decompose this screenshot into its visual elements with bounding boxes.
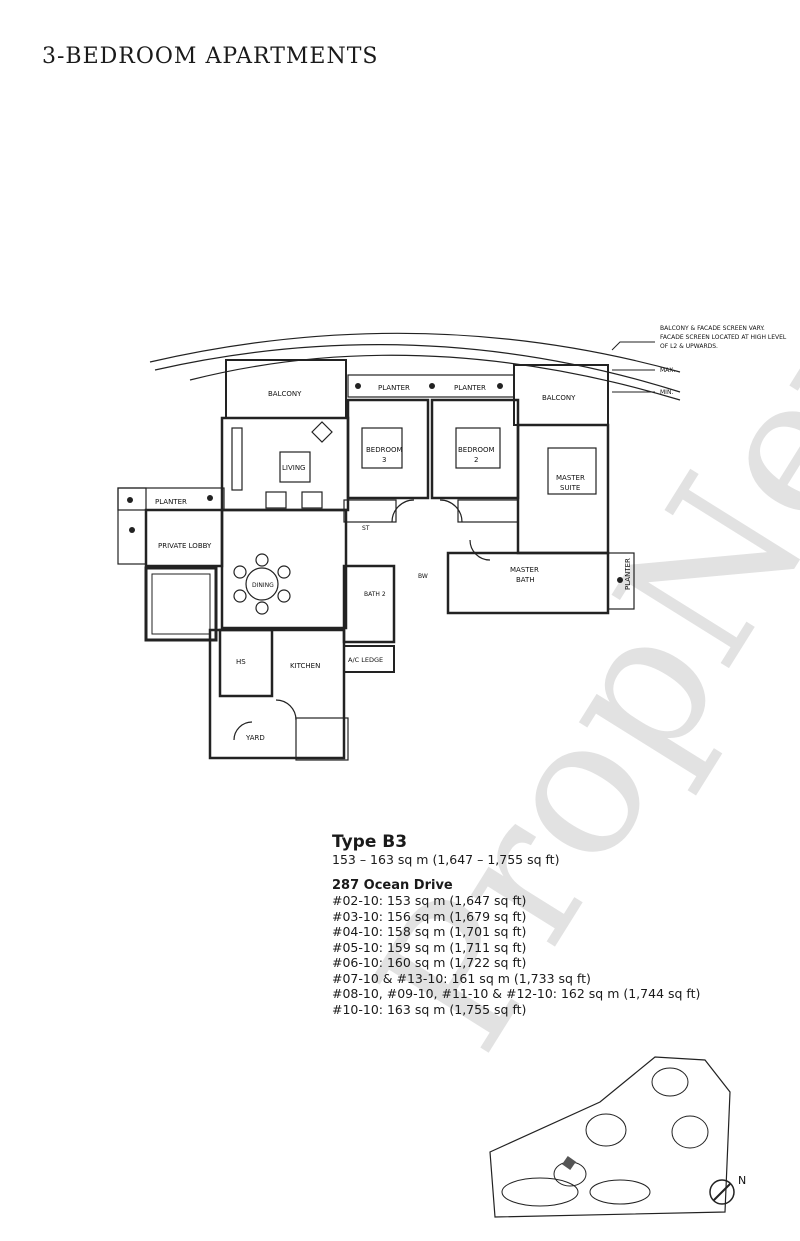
unit-line: #04-10: 158 sq m (1,701 sq ft) [332, 924, 527, 939]
unit-line: #03-10: 156 sq m (1,679 sq ft) [332, 908, 527, 924]
planter-right-label: PLANTER [624, 558, 632, 590]
hs-label: HS [236, 658, 246, 666]
unit-line: #08-10, #09-10, #11-10 & #12-10: 162 sq … [332, 986, 701, 1001]
balcony-right-label: BALCONY [542, 394, 576, 402]
bath2-label: BATH 2 [364, 591, 386, 598]
north-label: N [738, 1174, 746, 1187]
note-line-1: BALCONY & FACADE SCREEN VARY. [660, 325, 765, 332]
living-label: LIVING [282, 464, 305, 472]
bedroom2-label: BEDROOM [458, 446, 495, 454]
master-suite-label-2: SUITE [560, 484, 580, 492]
note-line-2: FACADE SCREEN LOCATED AT HIGH LEVEL [660, 334, 787, 341]
north-arrow-icon [709, 1179, 735, 1205]
private-lobby-label: PRIVATE LOBBY [158, 542, 212, 550]
master-bath-label: MASTER [510, 566, 539, 574]
master-suite-label: MASTER [556, 474, 585, 482]
unit-line: #06-10: 160 sq m (1,722 sq ft) [332, 955, 527, 970]
balcony-left-label: BALCONY [268, 390, 302, 398]
block-name: 287 Ocean Drive [332, 877, 453, 893]
unit-type-title: Type B3 [332, 832, 408, 852]
bedroom3-num: 3 [382, 456, 386, 464]
note-line-3: OF L2 & UPWARDS. [660, 343, 718, 350]
page-title: 3-BEDROOM APARTMENTS [42, 44, 379, 69]
planter-top-left-label: PLANTER [378, 384, 410, 392]
min-label: MIN. [660, 389, 673, 396]
unit-type-range: 153 – 163 sq m (1,647 – 1,755 sq ft) [332, 852, 560, 867]
bedroom3-label: BEDROOM [366, 446, 403, 454]
max-label: MAX. [660, 367, 675, 374]
master-bath-label-2: BATH [516, 576, 535, 584]
site-plan: N [489, 1056, 746, 1218]
unit-type-block: Type B3 153 – 163 sq m (1,647 – 1,755 sq… [332, 832, 700, 1017]
kitchen-label: KITCHEN [290, 662, 320, 670]
bedroom2-num: 2 [474, 456, 478, 464]
unit-line: #10-10: 163 sq m (1,755 sq ft) [332, 1001, 527, 1017]
unit-line: #02-10: 153 sq m (1,647 sq ft) [332, 893, 527, 908]
bw-label: BW [418, 573, 428, 580]
planter-top-right-label: PLANTER [454, 384, 486, 392]
unit-location-marker [562, 1156, 576, 1170]
unit-line: #05-10: 159 sq m (1,711 sq ft) [332, 939, 527, 955]
st-label: ST [362, 525, 370, 532]
unit-line: #07-10 & #13-10: 161 sq m (1,733 sq ft) [332, 970, 591, 986]
dining-label: DINING [252, 582, 274, 589]
yard-label: YARD [245, 734, 265, 742]
planter-left-label: PLANTER [155, 498, 187, 506]
floor-plan: BALCONY BALCONY PLANTER PLANTER PLANTER … [117, 325, 787, 761]
ac-ledge-label: A/C LEDGE [348, 656, 383, 664]
